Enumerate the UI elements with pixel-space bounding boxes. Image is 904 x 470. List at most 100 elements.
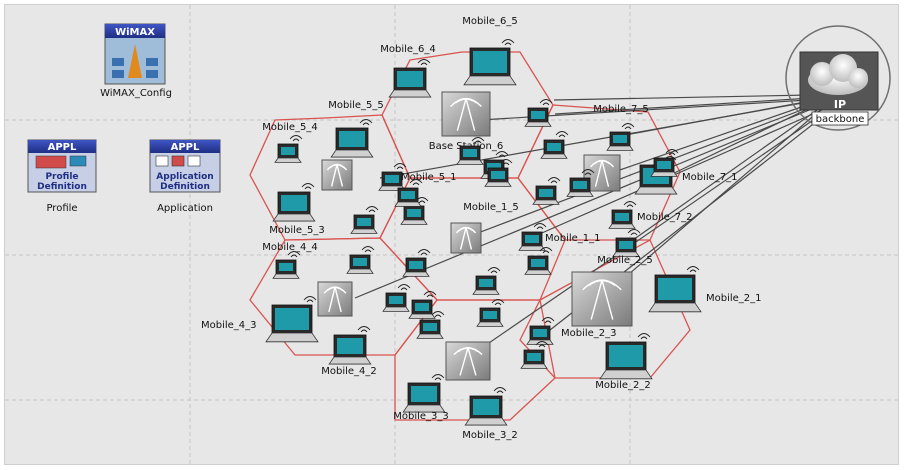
mobile-node[interactable]: Mobile_4_3 [201,296,319,343]
wifi-signal-icon [541,317,555,324]
wifi-signal-icon [397,284,411,291]
mobile-node[interactable]: Mobile_4_4 [262,242,318,279]
mobile-node[interactable]: Mobile_7_1 [634,156,738,195]
workspace-grid [5,5,899,465]
base-station-5[interactable] [321,159,353,191]
wifi-signal-icon [539,247,553,254]
cloud-icon [808,54,868,95]
mobile-node[interactable] [540,131,569,159]
mobile-node[interactable] [650,149,679,177]
ip-backbone-node[interactable]: IP backbone [785,25,891,131]
wifi-signal-icon [301,183,315,190]
mobile-label: Mobile_5_5 [328,100,384,111]
mobile-node[interactable]: Mobile_7_2 [608,201,693,229]
wifi-signal-icon [637,333,651,340]
mobile-node[interactable] [484,159,513,187]
profile-title-2: Definition [37,182,87,192]
mobile-node[interactable]: Mobile_5_1 [378,163,457,191]
antenna-tower-icon [450,97,482,131]
base-station-1[interactable] [450,222,482,254]
wimax-config-node[interactable]: WiMAX WiMAX_Config [100,23,172,99]
wifi-signal-icon [409,179,423,186]
mobile-node[interactable]: Mobile_3_2 [462,387,518,442]
mobile-node[interactable] [476,299,505,327]
wifi-signal-icon [417,59,431,66]
backbone-label: backbone [816,114,865,125]
mobile-label: Mobile_4_2 [321,366,377,377]
profile-definition-node[interactable]: APPL Profile Definition Profile [27,139,97,214]
mobile-node[interactable]: Mobile_5_5 [328,100,384,158]
mobile-label: Mobile_7_2 [637,212,693,223]
wimax-badge: WiMAX [115,27,155,38]
wifi-signal-icon [417,249,431,256]
mobile-node[interactable] [472,267,501,295]
mobile-node[interactable] [606,123,635,151]
mobile-node[interactable] [524,247,553,275]
wifi-signal-icon [359,119,373,126]
wifi-signal-icon [365,206,379,213]
mobile-node[interactable]: Mobile_6_4 [380,44,436,98]
mobile-node[interactable] [382,284,411,312]
mobile-node[interactable] [402,249,431,277]
wifi-signal-icon [499,159,513,166]
mobile-node[interactable]: Mobile_7_5 [524,99,649,127]
mobile-node[interactable]: Mobile_1_1 [518,223,601,251]
mobile-node[interactable] [350,206,379,234]
mobile-label: Mobile_4_4 [262,242,318,253]
base-station-2[interactable] [571,271,633,327]
antenna-tower-icon [589,159,615,187]
mobile-node[interactable] [394,179,423,207]
wimax-config-label: WiMAX_Config [100,88,172,99]
mobile-node[interactable] [532,177,561,205]
mobile-label: Mobile_2_5 [597,255,653,266]
wifi-signal-icon [487,267,501,274]
wifi-signal-icon [623,201,637,208]
wifi-signal-icon [393,163,407,170]
mobile-node[interactable] [520,341,549,369]
wifi-signal-icon [491,299,505,306]
mobile-node[interactable]: Mobile_4_2 [321,326,377,378]
mobile-node[interactable]: Mobile_3_3 [393,374,449,423]
base-station-3[interactable] [445,341,491,381]
mobile-node[interactable]: Mobile_2_5 [597,229,653,267]
wifi-signal-icon [357,326,371,333]
mobile-label: Mobile_3_2 [462,430,518,441]
mobile-node[interactable]: Mobile_6_5 [462,16,518,86]
mobile-label: Mobile_2_2 [595,380,651,391]
application-definition-node[interactable]: APPL Application Definition Application [149,139,221,214]
wifi-signal-icon [431,374,445,381]
base-station-4[interactable] [317,281,353,317]
profile-label: Profile [46,203,77,214]
mobile-node[interactable]: Mobile_2_3 [526,317,617,345]
wifi-signal-icon [495,151,509,158]
wifi-signal-icon [493,387,507,394]
application-label: Application [157,203,213,214]
wifi-signal-icon [287,251,301,258]
profile-calendar-icon [35,155,87,169]
mobile-label: Mobile_2_3 [561,328,617,339]
wifi-signal-icon [665,149,679,156]
application-badge: APPL [171,142,200,153]
wifi-signal-icon [423,291,437,298]
wifi-signal-icon [581,169,595,176]
wifi-signal-icon [686,266,700,273]
mobile-node[interactable]: Mobile_5_4 [262,122,318,163]
wifi-signal-icon [471,137,485,144]
mobile-node[interactable] [346,246,375,274]
mobile-node[interactable]: Mobile_2_1 [648,266,762,313]
antenna-tower-icon [582,279,622,320]
application-apps-icon [155,155,201,167]
mobile-node[interactable]: Mobile_5_3 [269,183,325,237]
mobile-label: Mobile_5_4 [262,122,318,133]
antenna-tower-icon [323,286,347,313]
wifi-signal-icon [533,223,547,230]
mobile-node[interactable] [408,291,437,319]
mobile-node[interactable] [416,311,445,339]
mobile-label: Mobile_5_1 [401,172,457,183]
mobile-node[interactable] [456,137,485,165]
mobile-node[interactable] [566,169,595,197]
cloud-ip-text: IP [834,98,846,111]
mobile-node[interactable]: Mobile_2_2 [595,333,653,392]
base-station-6[interactable]: Base Station_6 [429,91,503,152]
